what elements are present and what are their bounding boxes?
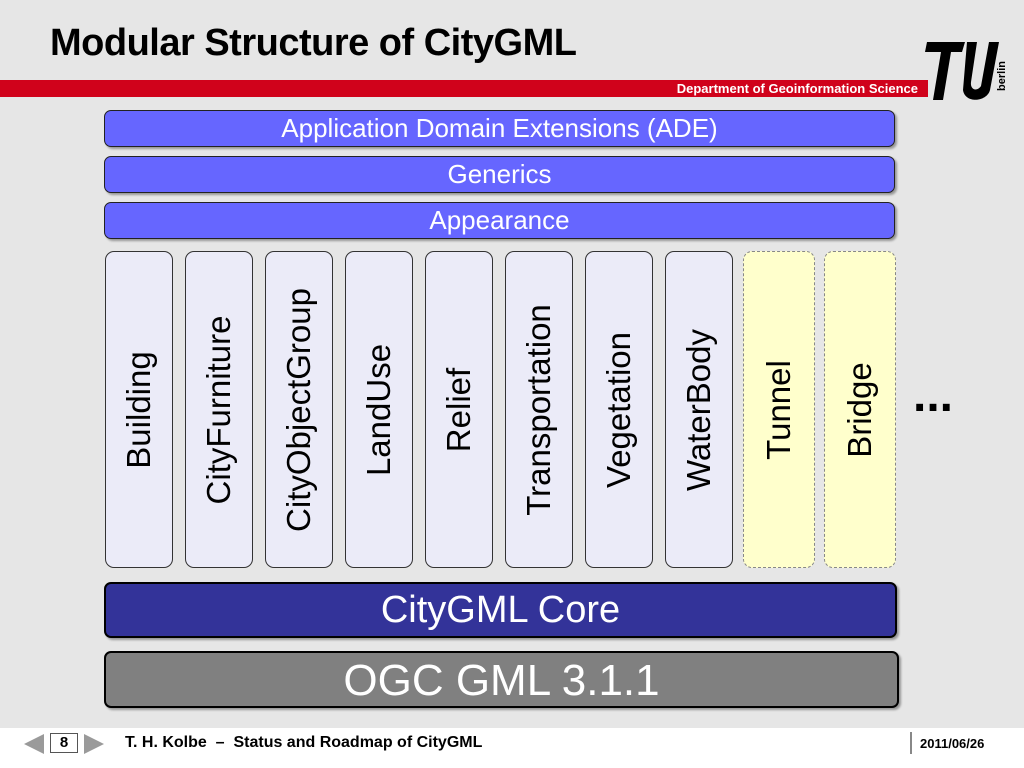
next-slide-icon[interactable] [84, 734, 104, 754]
citygml-core-layer: CityGML Core [104, 582, 897, 638]
more-modules-ellipsis: ... [913, 369, 954, 422]
module-tunnel: Tunnel [743, 251, 815, 568]
module-label: WaterBody [680, 328, 717, 491]
generics-layer: Generics [104, 156, 895, 193]
footer-divider [910, 732, 912, 754]
logo-berlin-text: berlin [996, 61, 1008, 91]
slide-title: Modular Structure of CityGML [50, 22, 577, 64]
module-transportation: Transportation [505, 251, 573, 568]
prev-slide-icon[interactable] [24, 734, 44, 754]
module-label: Bridge [841, 361, 878, 458]
module-waterbody: WaterBody [665, 251, 733, 568]
footer-date: 2011/06/26 [920, 736, 985, 751]
module-label: LandUse [360, 343, 397, 476]
module-building: Building [105, 251, 173, 568]
tu-berlin-logo: berlin [925, 42, 1008, 100]
module-landuse: LandUse [345, 251, 413, 568]
module-label: Transportation [520, 303, 557, 516]
module-bridge: Bridge [824, 251, 896, 568]
header-red-bar [0, 80, 928, 97]
module-label: Tunnel [760, 359, 797, 460]
module-label: CityObjectGroup [280, 287, 317, 532]
module-relief: Relief [425, 251, 493, 568]
module-cityobjectgroup: CityObjectGroup [265, 251, 333, 568]
module-cityfurniture: CityFurniture [185, 251, 253, 568]
module-label: CityFurniture [200, 315, 237, 504]
module-label: Building [120, 350, 157, 469]
ogc-gml-layer: OGC GML 3.1.1 [104, 651, 899, 708]
appearance-layer: Appearance [104, 202, 895, 239]
page-number: 8 [50, 733, 78, 753]
ade-layer: Application Domain Extensions (ADE) [104, 110, 895, 147]
module-label: Vegetation [600, 331, 637, 488]
module-label: Relief [440, 367, 477, 452]
module-vegetation: Vegetation [585, 251, 653, 568]
footer-presentation-title: T. H. Kolbe – Status and Roadmap of City… [125, 734, 483, 751]
department-label: Department of Geoinformation Science [676, 81, 918, 96]
footer-bar [0, 728, 1024, 768]
